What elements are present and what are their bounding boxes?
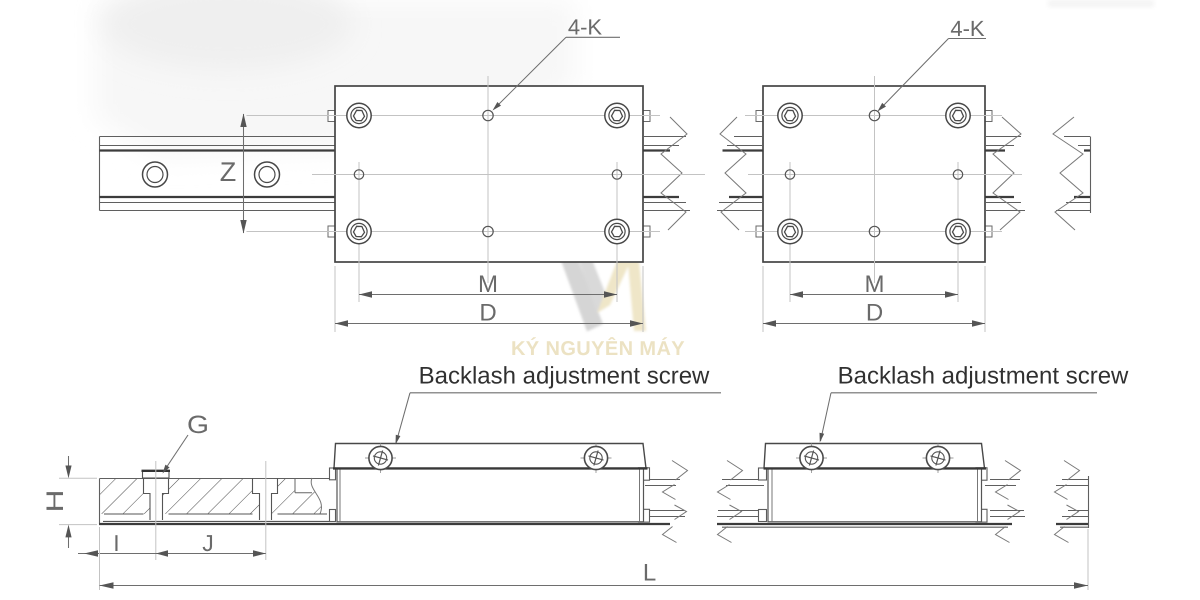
svg-text:J: J <box>202 530 214 556</box>
svg-text:M: M <box>478 271 498 298</box>
svg-text:4-K: 4-K <box>950 16 985 41</box>
svg-text:Backlash adjustment screw: Backlash adjustment screw <box>419 363 710 390</box>
svg-text:M: M <box>865 271 885 298</box>
svg-text:G: G <box>187 411 209 439</box>
svg-text:Z: Z <box>220 157 237 187</box>
svg-text:4-K: 4-K <box>568 15 603 40</box>
svg-text:D: D <box>866 300 883 327</box>
svg-text:KÝ NGUYÊN MÁY: KÝ NGUYÊN MÁY <box>511 337 685 360</box>
svg-text:D: D <box>479 300 496 327</box>
svg-text:Backlash adjustment screw: Backlash adjustment screw <box>838 363 1129 390</box>
svg-text:L: L <box>643 560 656 587</box>
svg-text:H: H <box>42 490 69 513</box>
svg-text:I: I <box>113 530 119 556</box>
